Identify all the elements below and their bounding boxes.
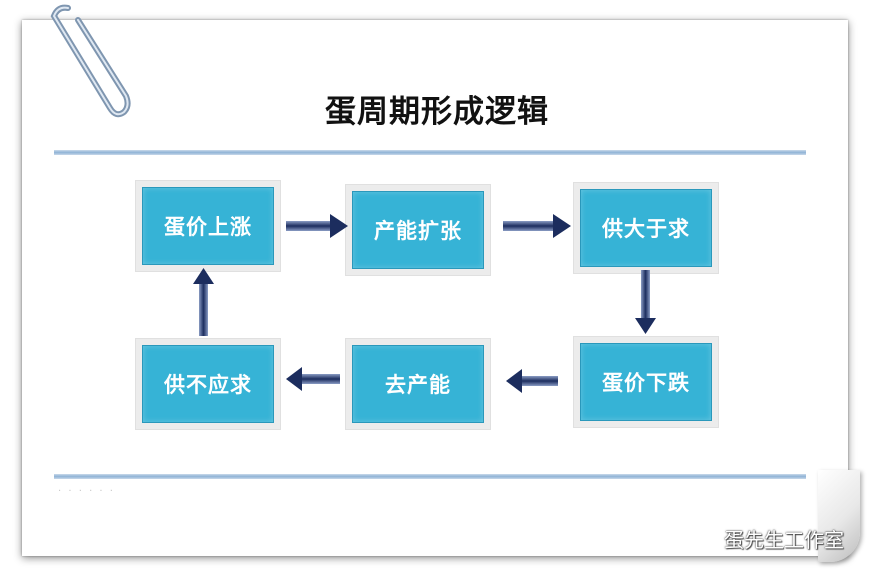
- node-egg-price-fall: 蛋价下跌: [580, 343, 712, 421]
- node-frame: 蛋价下跌: [573, 336, 719, 428]
- node-frame: 供不应求: [135, 338, 281, 430]
- node-frame: 去产能: [345, 338, 491, 430]
- arrow-right-2: [503, 214, 571, 238]
- node-supply-exceeds-demand: 供大于求: [580, 189, 712, 267]
- node-frame: 供大于求: [573, 182, 719, 274]
- arrow-left-2: [286, 367, 340, 391]
- diagram-title: 蛋周期形成逻辑: [325, 94, 549, 130]
- page-curl: [818, 470, 860, 562]
- arrow-down: [635, 270, 656, 334]
- arrow-right-1: [286, 214, 348, 238]
- node-egg-price-rise: 蛋价上涨: [142, 187, 274, 265]
- node-frame: 蛋价上涨: [135, 180, 281, 272]
- watermark-text: 蛋先生工作室: [724, 528, 844, 552]
- arrow-up: [193, 268, 214, 336]
- top-divider: [54, 150, 806, 155]
- watermark: 蛋先生工作室: [686, 524, 844, 553]
- paperclip-icon: [50, 4, 131, 118]
- wechat-icon: [686, 527, 716, 549]
- faint-footer-marks: · · · · · ·: [58, 486, 115, 497]
- arrow-left-1: [506, 369, 558, 393]
- node-capacity-reduction: 去产能: [352, 345, 484, 423]
- node-supply-short-of-demand: 供不应求: [142, 345, 274, 423]
- node-frame: 产能扩张: [345, 184, 491, 276]
- slide-card: [22, 20, 848, 556]
- bottom-divider: [54, 474, 806, 479]
- node-capacity-expansion: 产能扩张: [352, 191, 484, 269]
